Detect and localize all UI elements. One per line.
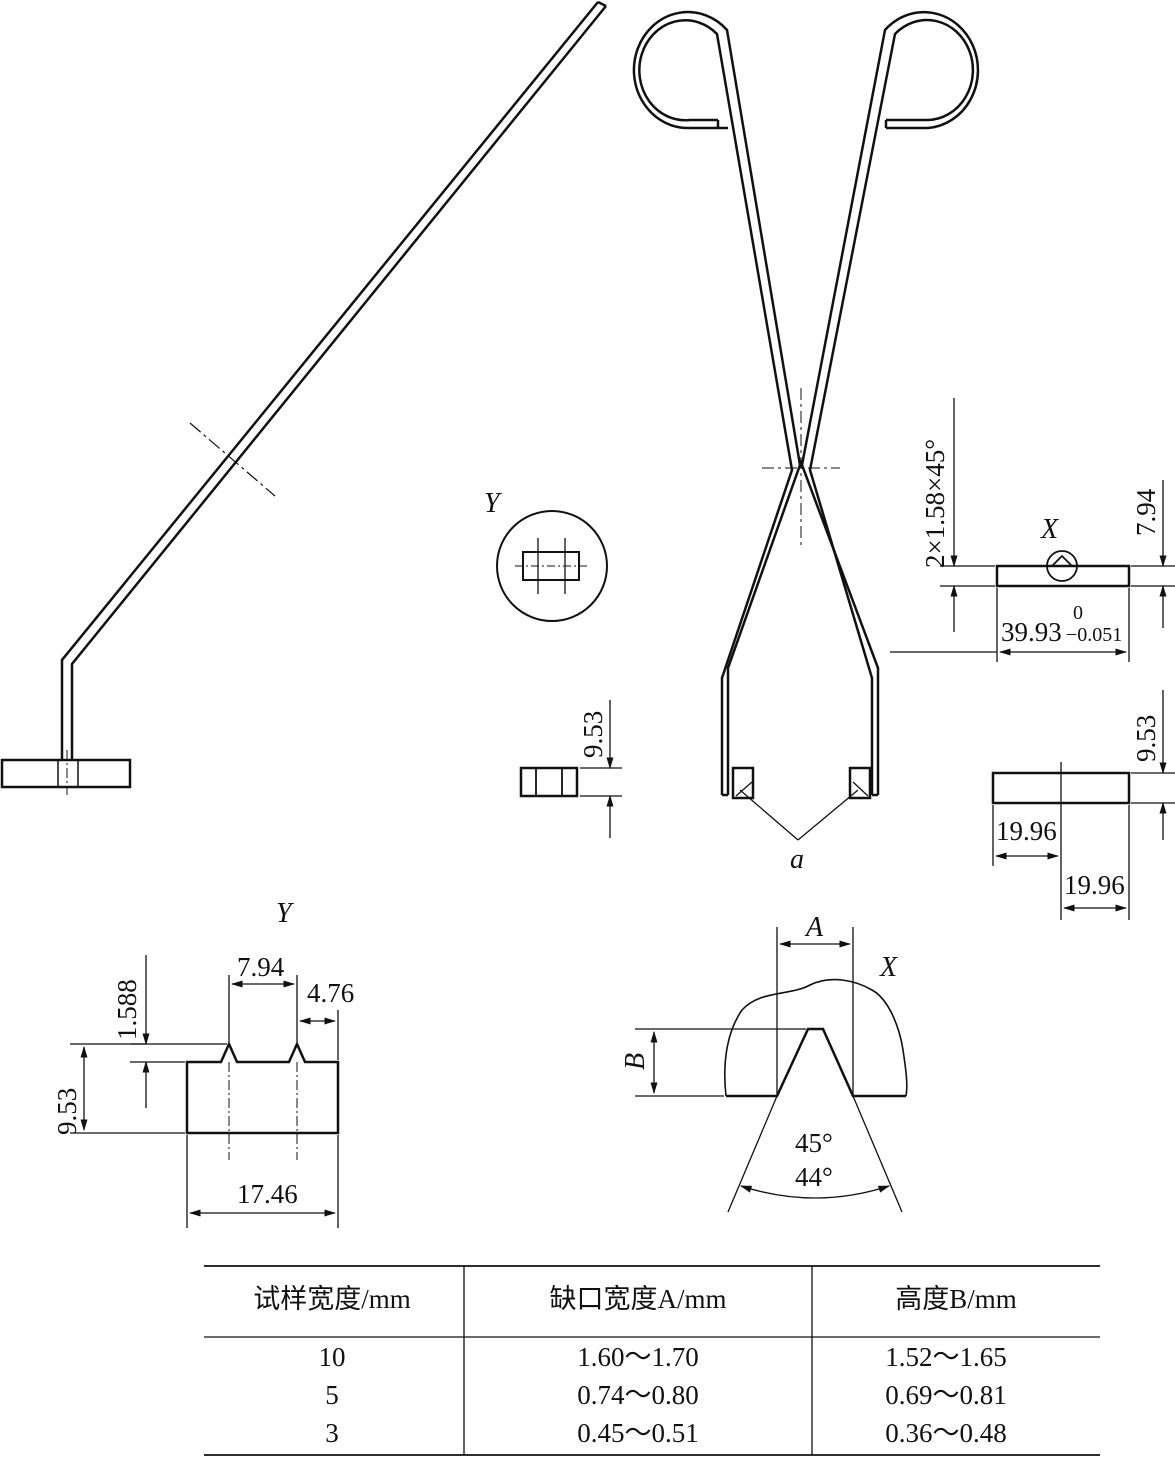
label-view-x-mark: X — [1040, 514, 1059, 545]
centering-rod — [0, 0, 607, 795]
table-header-notch-width: 缺口宽度A/mm — [549, 1284, 726, 1314]
dim-y-width-text: 17.46 — [237, 1179, 298, 1209]
dim-right-block-thickness — [1131, 690, 1175, 840]
table-cell: 10 — [319, 1342, 346, 1372]
dim-y-notch-spacing — [228, 975, 298, 1042]
notch-x-mark — [1046, 550, 1078, 582]
gripper-tip-block — [519, 766, 579, 798]
gripper-centerlines — [762, 388, 840, 548]
view-y-circle — [496, 510, 608, 622]
label-notch-height-b: B — [620, 1053, 651, 1070]
label-notch-width-a: A — [804, 912, 824, 943]
dim-angle-max: 45° — [795, 1128, 833, 1158]
label-view-y-detail: Y — [276, 898, 295, 929]
dim-gripper-thickness — [580, 700, 622, 838]
table-cell: 0.74～0.80 — [577, 1380, 699, 1410]
dim-notch-width — [776, 927, 854, 1094]
detail-y-profile — [185, 1040, 340, 1135]
centering-plate-top — [995, 564, 1131, 588]
dim-gripper-thickness-text: 9.53 — [578, 711, 608, 758]
dim-y-height-text: 9.53 — [52, 1088, 82, 1135]
dim-right-block-half-left: 19.96 — [996, 816, 1057, 846]
spec-table-lines — [204, 1265, 1100, 1456]
dim-tol-lower: −0.051 — [1066, 624, 1122, 646]
label-view-y-small: Y — [484, 488, 503, 519]
dim-right-block-thickness-text: 9.53 — [1131, 715, 1161, 762]
dim-angle-min: 44° — [795, 1162, 833, 1192]
dim-base-length — [890, 588, 1130, 662]
dim-y-edge-offset-text: 4.76 — [307, 978, 354, 1008]
dim-tol-upper: 0 — [1073, 602, 1083, 624]
dim-y-notch-depth — [130, 955, 227, 1108]
dim-chamfer-text: 2×1.58×45° — [920, 439, 950, 568]
dim-notch-height — [635, 1028, 806, 1097]
detail-x-profile — [726, 1027, 906, 1098]
dim-right-block-halves — [992, 805, 1130, 920]
table-header-height: 高度B/mm — [895, 1284, 1017, 1314]
table-header-specimen-width: 试样宽度/mm — [253, 1284, 411, 1314]
table-cell: 3 — [325, 1418, 339, 1448]
table-cell: 1.52～1.65 — [885, 1342, 1007, 1372]
table-cell: 5 — [325, 1380, 339, 1410]
dim-y-notch-spacing-text: 7.94 — [237, 952, 285, 982]
notch-angle-lines — [727, 1095, 903, 1213]
detail-y-centerlines — [228, 1062, 298, 1160]
spec-table: 试样宽度/mm 缺口宽度A/mm 高度B/mm 10 1.60～1.70 1.5… — [253, 1284, 1017, 1448]
detail-x-break-line — [723, 978, 908, 1097]
tip-leader-lines — [739, 789, 859, 841]
table-cell: 0.36～0.48 — [885, 1418, 1007, 1448]
dim-y-height — [70, 1043, 185, 1134]
dim-base-length-text: 39.93 — [1001, 617, 1062, 647]
table-cell: 0.69～0.81 — [885, 1380, 1007, 1410]
dim-y-notch-depth-text: 1.588 — [112, 979, 142, 1040]
dim-y-width — [186, 1135, 339, 1228]
dim-right-height — [1131, 480, 1175, 628]
dim-right-block-half-right: 19.96 — [1064, 870, 1125, 900]
label-tip-a: a — [790, 844, 804, 875]
table-cell: 0.45～0.51 — [577, 1418, 699, 1448]
gripper-tongs — [632, 10, 980, 800]
right-block — [991, 762, 1131, 920]
dim-y-edge-offset — [298, 1010, 339, 1060]
label-view-x-detail: X — [879, 952, 898, 983]
dim-right-height-text: 7.94 — [1131, 488, 1161, 536]
table-cell: 1.60～1.70 — [577, 1342, 699, 1372]
dim-chamfer — [940, 398, 995, 632]
